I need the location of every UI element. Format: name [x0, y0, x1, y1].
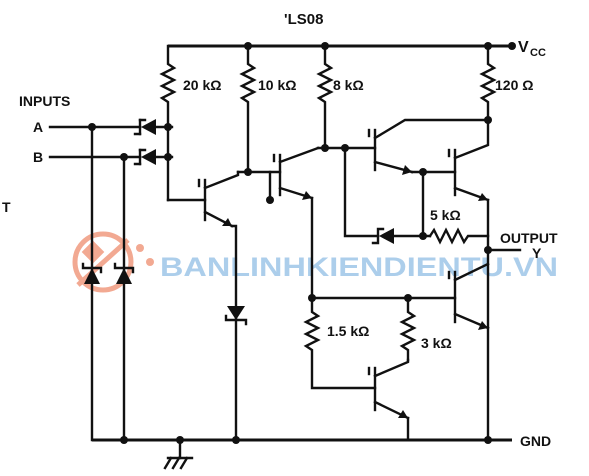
inputs-label: INPUTS	[19, 93, 70, 109]
watermark-text: BANLINHKIENDIENTU.VN	[160, 252, 558, 282]
svg-text:CC: CC	[530, 47, 546, 59]
resistor-5k	[428, 227, 490, 245]
resistor-1-5k-label: 1.5 kΩ	[327, 323, 369, 339]
part-label: 'LS08	[284, 11, 323, 28]
resistor-5k-label: 5 kΩ	[430, 207, 461, 223]
resistor-120	[479, 44, 497, 122]
input-a-label: A	[33, 119, 43, 135]
resistor-3k	[399, 296, 417, 362]
vcc-label: V CC	[518, 39, 546, 59]
svg-text:V: V	[518, 39, 529, 56]
clamp-diode-b	[113, 262, 135, 284]
resistor-10k-label: 10 kΩ	[258, 77, 296, 93]
watermark: BANLINHKIENDIENTU.VN	[72, 231, 558, 293]
emitter-diode	[224, 306, 248, 326]
resistor-3k-label: 3 kΩ	[421, 335, 452, 351]
transistor-q2	[272, 146, 320, 200]
q1-emitter-wire	[230, 224, 238, 442]
resistor-120-label: 120 Ω	[495, 77, 533, 93]
junction-dots	[88, 42, 516, 444]
input-b-label: B	[33, 149, 43, 165]
clamp-diode-a	[81, 262, 103, 284]
ground-symbol-icon	[163, 438, 194, 470]
output-label: OUTPUT	[500, 230, 558, 246]
transistor-q3	[367, 118, 490, 175]
gnd-label: GND	[520, 433, 551, 449]
transistor-q5	[367, 358, 410, 420]
left-edge-fragment: T	[2, 199, 11, 215]
output-diode	[371, 227, 432, 245]
output-y-label: Y	[532, 245, 542, 261]
node-8k-down	[343, 146, 380, 238]
resistor-8k	[316, 44, 334, 150]
transistor-q4	[447, 118, 490, 202]
resistor-20k-label: 20 kΩ	[183, 77, 221, 93]
resistor-1-5k	[303, 296, 377, 390]
transistor-q6	[447, 262, 490, 330]
resistor-10k	[239, 44, 257, 174]
resistor-20k	[159, 44, 177, 202]
transistor-q1	[197, 170, 240, 228]
resistor-8k-label: 8 kΩ	[333, 77, 364, 93]
